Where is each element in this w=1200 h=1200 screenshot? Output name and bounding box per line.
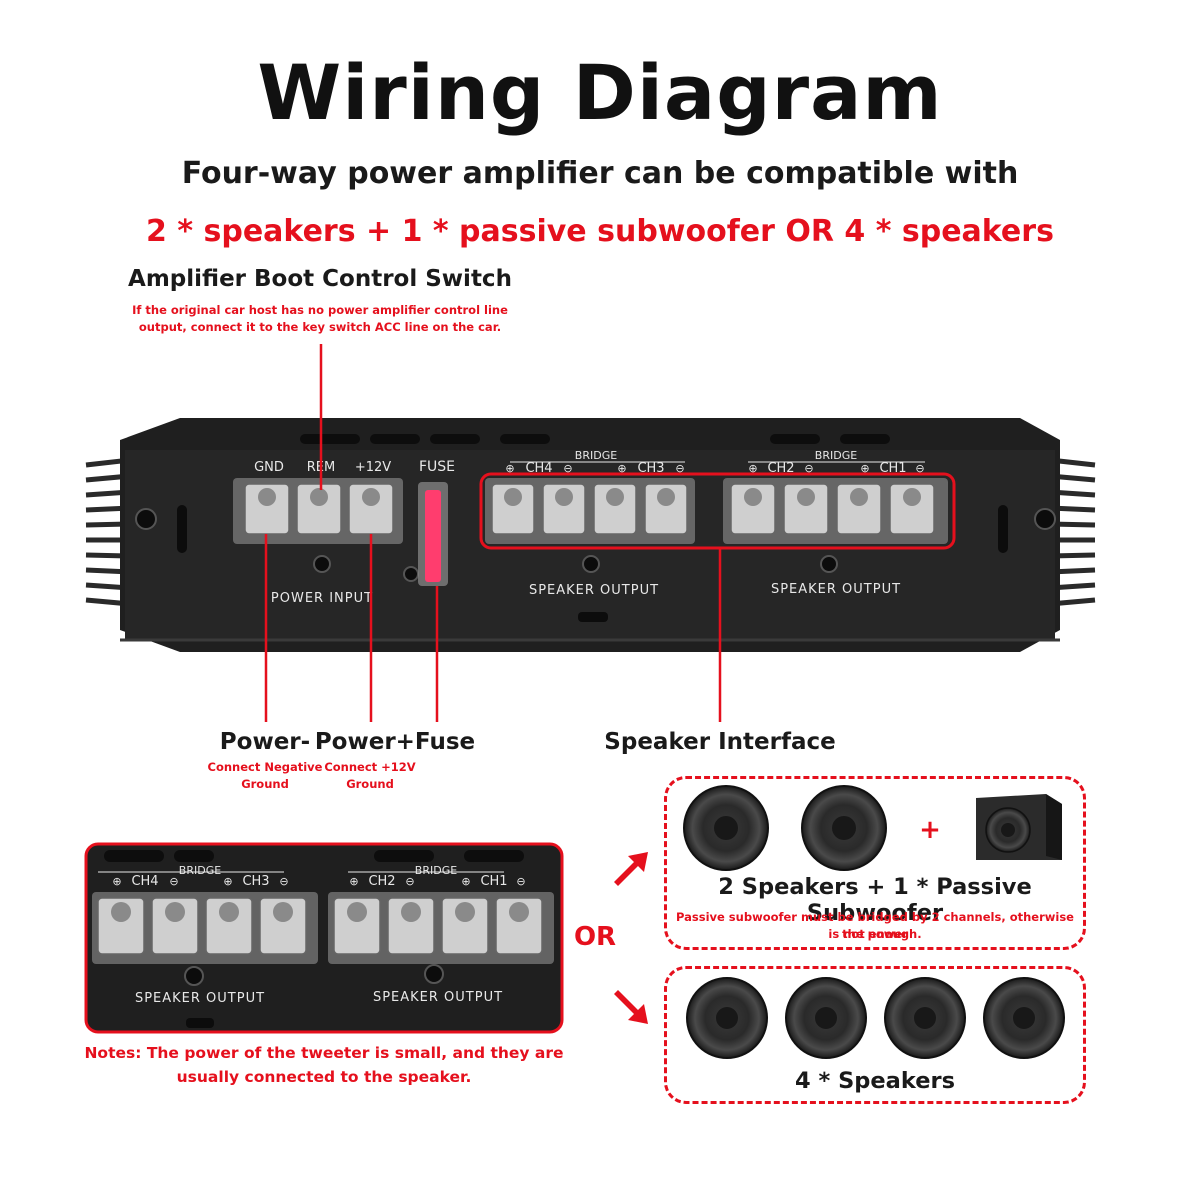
- plus-sign: ⊕: [349, 875, 358, 888]
- minus-sign: ⊖: [279, 875, 288, 888]
- minus-sign: ⊖: [804, 462, 813, 475]
- arrow-down-right-icon: [614, 990, 648, 1024]
- speaker-output-label-left: SPEAKER OUTPUT: [529, 583, 659, 598]
- plus-label: +: [919, 815, 941, 845]
- minus-sign: ⊖: [675, 462, 684, 475]
- boot-switch-note-2: output, connect it to the key switch ACC…: [138, 320, 502, 334]
- option-arrows: [614, 852, 648, 1024]
- minus-sign: ⊖: [516, 875, 525, 888]
- page-subtitle: Four-way power amplifier can be compatib…: [181, 156, 1019, 191]
- inset-bridge-right: BRIDGE: [415, 864, 457, 877]
- inset-ch2-label: CH2: [368, 874, 395, 889]
- power-plus-note-1: Connect +12V: [324, 760, 416, 774]
- option-b-title: 4 * Speakers: [795, 1068, 955, 1094]
- speaker-icon: [884, 977, 966, 1059]
- plus-sign: ⊕: [860, 462, 869, 475]
- speaker-output-inset: BRIDGE BRIDGE ⊕ CH4 ⊖ ⊕ CH3 ⊖ ⊕ CH2 ⊖ ⊕ …: [84, 842, 564, 1034]
- speaker-icon: [801, 785, 887, 871]
- speaker-output-label-right: SPEAKER OUTPUT: [771, 582, 901, 597]
- gnd-label: GND: [254, 460, 284, 475]
- fuse: [425, 490, 441, 582]
- plus-sign: ⊕: [505, 462, 514, 475]
- fuse-label: FUSE: [419, 459, 455, 475]
- plus-sign: ⊕: [223, 875, 232, 888]
- right-side-slot: [998, 505, 1008, 553]
- speaker-block-left: [485, 478, 695, 544]
- speaker-interface-title: Speaker Interface: [604, 729, 836, 755]
- amplifier-diagram: GND REM +12V FUSE POWER INPUT BRIDGE BRI…: [85, 344, 1096, 722]
- inset-ch3-label: CH3: [242, 874, 269, 889]
- inset-note-1: Notes: The power of the tweeter is small…: [84, 1044, 564, 1062]
- page-title: Wiring Diagram: [257, 48, 943, 137]
- plus-sign: ⊕: [461, 875, 470, 888]
- power-input-label: POWER INPUT: [271, 591, 373, 606]
- option-a-note-2: is not enough.: [828, 927, 922, 941]
- vent-slots: [300, 434, 890, 444]
- minus-sign: ⊖: [563, 462, 572, 475]
- inset-speaker-output-left: SPEAKER OUTPUT: [135, 991, 265, 1006]
- bridge-label-left: BRIDGE: [575, 449, 617, 462]
- option-a-box: [664, 776, 1086, 950]
- power-plus-title: Power+Fuse: [314, 729, 476, 755]
- boot-switch-note-1: If the original car host has no power am…: [132, 303, 508, 317]
- ch2-label: CH2: [767, 461, 794, 476]
- power-plus-note-2: Ground: [346, 777, 394, 791]
- subwoofer-box-icon: [976, 794, 1062, 860]
- leader-lines: [264, 344, 722, 722]
- arrow-up-right-icon: [614, 852, 648, 886]
- speaker-icon: [686, 977, 768, 1059]
- ch1-label: CH1: [879, 461, 906, 476]
- minus-sign: ⊖: [405, 875, 414, 888]
- inset-speaker-output-right: SPEAKER OUTPUT: [373, 990, 503, 1005]
- minus-sign: ⊖: [169, 875, 178, 888]
- plus-sign: ⊕: [748, 462, 757, 475]
- plus12v-label: +12V: [355, 460, 391, 475]
- option-b-graphics: [686, 977, 1065, 1059]
- power-minus-note-2: Ground: [241, 777, 289, 791]
- bridge-label-right: BRIDGE: [815, 449, 857, 462]
- speaker-terminals: [491, 483, 935, 535]
- power-minus-note-1: Connect Negative: [207, 760, 323, 774]
- minus-sign: ⊖: [915, 462, 924, 475]
- speaker-icon: [785, 977, 867, 1059]
- plus-sign: ⊕: [617, 462, 626, 475]
- ch4-label: CH4: [525, 461, 552, 476]
- plus-sign: ⊕: [112, 875, 121, 888]
- or-label: OR: [573, 922, 617, 952]
- left-side-slot: [177, 505, 187, 553]
- inset-bridge-left: BRIDGE: [179, 864, 221, 877]
- option-a-graphics: +: [683, 785, 1062, 871]
- screw-heads: [135, 508, 1056, 582]
- power-minus-title: Power-: [219, 729, 311, 755]
- config-line: 2 * speakers + 1 * passive subwoofer OR …: [146, 214, 1054, 249]
- inset-ch1-label: CH1: [480, 874, 507, 889]
- option-a-note-1: Passive subwoofer must be bridged by 2 c…: [676, 910, 1074, 941]
- ch3-label: CH3: [637, 461, 664, 476]
- speaker-icon: [683, 785, 769, 871]
- inset-note-2: usually connected to the speaker.: [176, 1068, 472, 1086]
- option-b-box: [664, 966, 1086, 1104]
- power-terminals: [244, 483, 394, 535]
- option-a-title: 2 Speakers + 1 * Passive Subwoofer: [718, 874, 1032, 926]
- inset-ch4-label: CH4: [131, 874, 158, 889]
- boot-switch-title: Amplifier Boot Control Switch: [128, 266, 512, 292]
- speaker-highlight-frame: [479, 472, 956, 550]
- speaker-icon: [983, 977, 1065, 1059]
